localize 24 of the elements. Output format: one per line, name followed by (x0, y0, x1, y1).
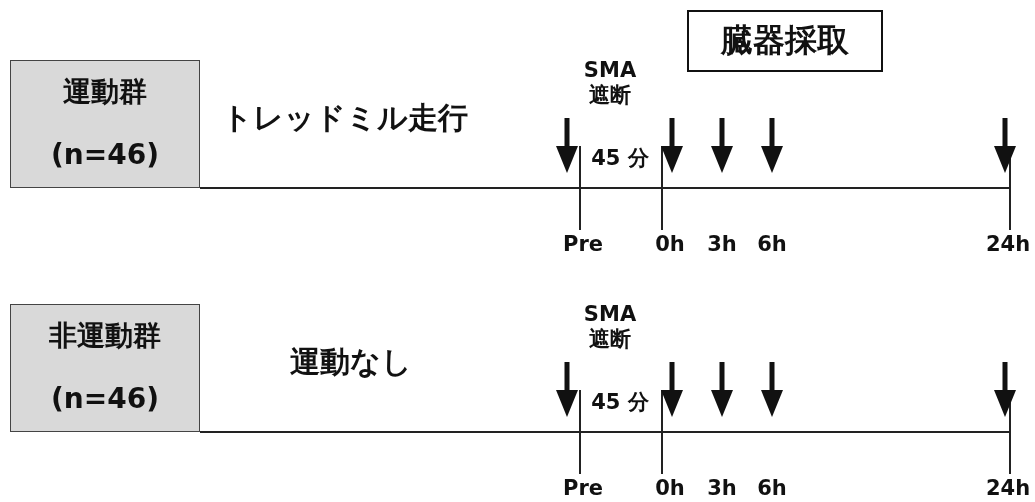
time-label: Pre (562, 232, 604, 258)
procedure-label: SMA 遮断 (582, 58, 638, 109)
condition-label: トレッドミル走行 (222, 100, 468, 136)
time-label: 3h (706, 476, 738, 502)
duration-label: 45 分 (590, 146, 650, 172)
time-label: 6h (756, 232, 788, 258)
time-label: 0h (654, 476, 686, 502)
title-text: 臓器採取 (721, 23, 849, 59)
procedure-label: SMA 遮断 (582, 302, 638, 353)
group-name: 非運動群 (49, 321, 161, 352)
duration-label: 45 分 (590, 390, 650, 416)
group-name: 運動群 (63, 77, 147, 108)
time-label: 24h (984, 232, 1032, 258)
time-label: 6h (756, 476, 788, 502)
title-box (687, 10, 883, 72)
sample-size: (n=46) (51, 384, 159, 415)
time-label: 24h (984, 476, 1032, 502)
time-label: Pre (562, 476, 604, 502)
group-box (10, 304, 200, 432)
time-label: 3h (706, 232, 738, 258)
condition-label: 運動なし (290, 344, 412, 380)
sample-size: (n=46) (51, 140, 159, 171)
group-box (10, 60, 200, 188)
time-label: 0h (654, 232, 686, 258)
